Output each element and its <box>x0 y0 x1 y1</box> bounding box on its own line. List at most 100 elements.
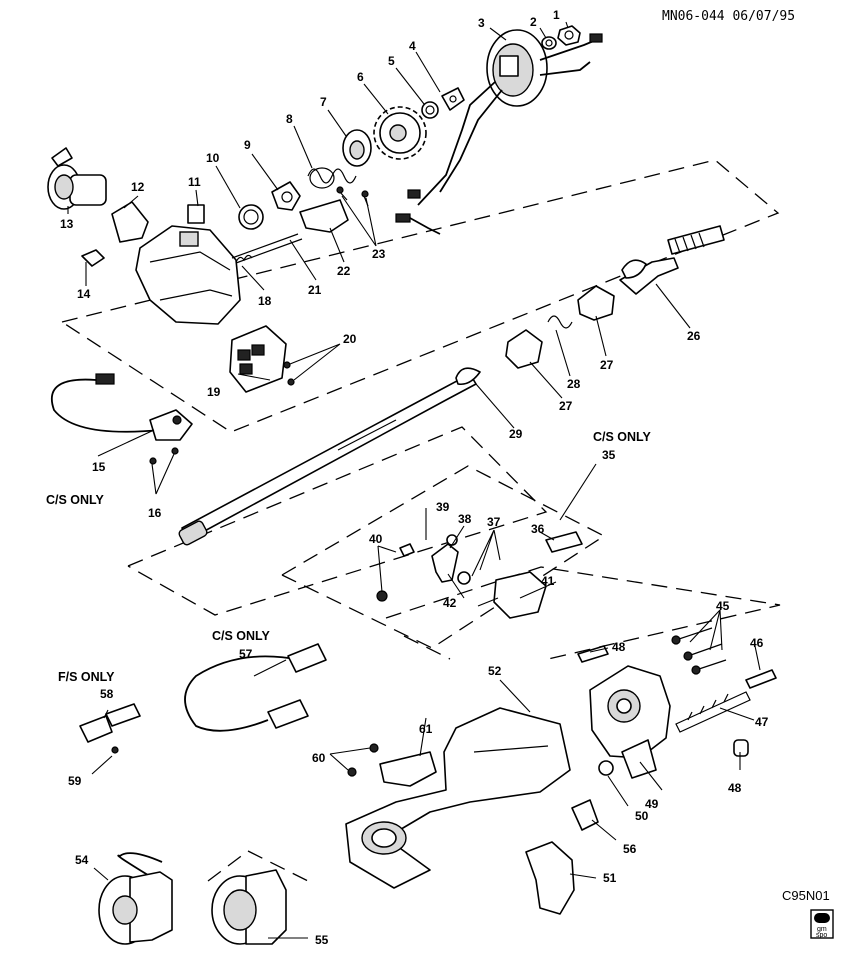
leader-lines <box>67 21 761 939</box>
callout-26: 26 <box>687 329 701 343</box>
switch-19 <box>229 325 287 393</box>
callout-8: 8 <box>286 112 293 126</box>
callout-3: 3 <box>478 16 485 30</box>
screws-16 <box>149 447 179 465</box>
shaft-26 <box>619 225 725 295</box>
pin-48-upper <box>577 645 609 663</box>
callout-10: 10 <box>206 151 220 165</box>
speed-sensor-57 <box>184 643 327 732</box>
callout-49: 49 <box>645 797 659 811</box>
callout-6: 6 <box>357 70 364 84</box>
callout-58: 58 <box>100 687 114 701</box>
callout-labels: 1 2 3 4 5 6 7 8 9 10 11 12 13 14 15 C/S … <box>46 8 769 947</box>
upper-group-outline <box>61 159 780 433</box>
cam-6 <box>373 106 427 160</box>
washer-4 <box>441 87 465 111</box>
cs-only-note-57: C/S ONLY <box>212 629 271 643</box>
callout-4: 4 <box>409 39 416 53</box>
callout-22: 22 <box>337 264 351 278</box>
drawing-code: MN06-044 06/07/95 <box>662 9 795 24</box>
lock-bolt-parts <box>376 531 583 619</box>
callout-36: 36 <box>531 522 545 536</box>
callout-28: 28 <box>567 377 581 391</box>
callout-46: 46 <box>750 636 764 650</box>
bearing-housing-55 <box>211 869 287 945</box>
bearing-27-upper <box>577 285 615 321</box>
bearing-9 <box>271 181 301 211</box>
turn-signal-switch-3 <box>395 29 603 235</box>
cs-only-note-15: C/S ONLY <box>46 493 105 507</box>
ring-10 <box>238 204 264 230</box>
callout-38: 38 <box>458 512 472 526</box>
callout-13: 13 <box>60 217 74 231</box>
callout-61: 61 <box>419 722 433 736</box>
gm-spo-logo: gm spo <box>810 909 834 939</box>
housing-11 <box>135 204 241 325</box>
sensor-15 <box>51 373 193 441</box>
callout-48-upper: 48 <box>612 640 626 654</box>
callout-55: 55 <box>315 933 329 947</box>
callout-14: 14 <box>77 287 91 301</box>
callout-50: 50 <box>635 809 649 823</box>
callout-37: 37 <box>487 515 501 529</box>
clip-51 <box>525 841 575 915</box>
retainer-14 <box>81 249 105 267</box>
callout-47: 47 <box>755 715 769 729</box>
callout-41: 41 <box>541 574 555 588</box>
screws-20 <box>283 361 295 386</box>
callout-11: 11 <box>188 175 201 189</box>
svg-text:gm: gm <box>817 926 827 933</box>
lock-group-outline <box>281 465 606 649</box>
callout-7: 7 <box>320 95 327 109</box>
screw-59 <box>111 746 119 754</box>
lower-dashed-links <box>207 566 781 884</box>
pin-46 <box>745 669 777 689</box>
callout-16: 16 <box>148 506 162 520</box>
fs-only-note-58: F/S ONLY <box>58 670 115 684</box>
cs-only-note-35: C/S ONLY <box>593 430 652 444</box>
callout-40: 40 <box>369 532 383 546</box>
plate-7 <box>342 129 372 167</box>
callout-23: 23 <box>372 247 386 261</box>
shaft-group-outline <box>127 426 548 616</box>
nut-1 <box>557 25 581 46</box>
callout-1: 1 <box>553 8 560 22</box>
callout-27-upper: 27 <box>600 358 614 372</box>
callout-21: 21 <box>308 283 322 297</box>
ring-5 <box>421 101 439 119</box>
sensor-58 <box>79 703 141 743</box>
spring-47 <box>675 691 751 733</box>
callout-18: 18 <box>258 294 272 308</box>
bracket-22 <box>299 199 349 233</box>
callout-20: 20 <box>343 332 357 346</box>
callout-52: 52 <box>488 664 502 678</box>
bolts-45 <box>671 627 727 675</box>
rod-18 <box>231 233 303 264</box>
callout-59: 59 <box>68 774 82 788</box>
callout-19: 19 <box>207 385 221 399</box>
callout-54: 54 <box>75 853 89 867</box>
bushing-50 <box>598 760 614 776</box>
lock-module-54 <box>98 852 173 945</box>
callout-15: 15 <box>92 460 106 474</box>
callout-9: 9 <box>244 138 251 152</box>
callout-42: 42 <box>443 596 457 610</box>
callout-60: 60 <box>312 751 326 765</box>
housing-49 <box>589 665 671 779</box>
screws-23 <box>336 186 369 207</box>
svg-text:spo: spo <box>816 932 827 939</box>
callout-2: 2 <box>530 15 537 29</box>
bearing-27-lower <box>505 329 543 369</box>
steering-shaft-29 <box>178 367 481 546</box>
switch-56 <box>571 799 599 831</box>
screws-60 <box>347 743 379 777</box>
washer-2 <box>541 36 557 50</box>
callout-29: 29 <box>509 427 523 441</box>
callout-12: 12 <box>131 180 145 194</box>
bracket-61 <box>379 751 437 787</box>
lock-cylinder-13 <box>47 147 107 210</box>
callout-27-lower: 27 <box>559 399 573 413</box>
callout-39: 39 <box>436 500 450 514</box>
jacket-52 <box>345 707 571 889</box>
